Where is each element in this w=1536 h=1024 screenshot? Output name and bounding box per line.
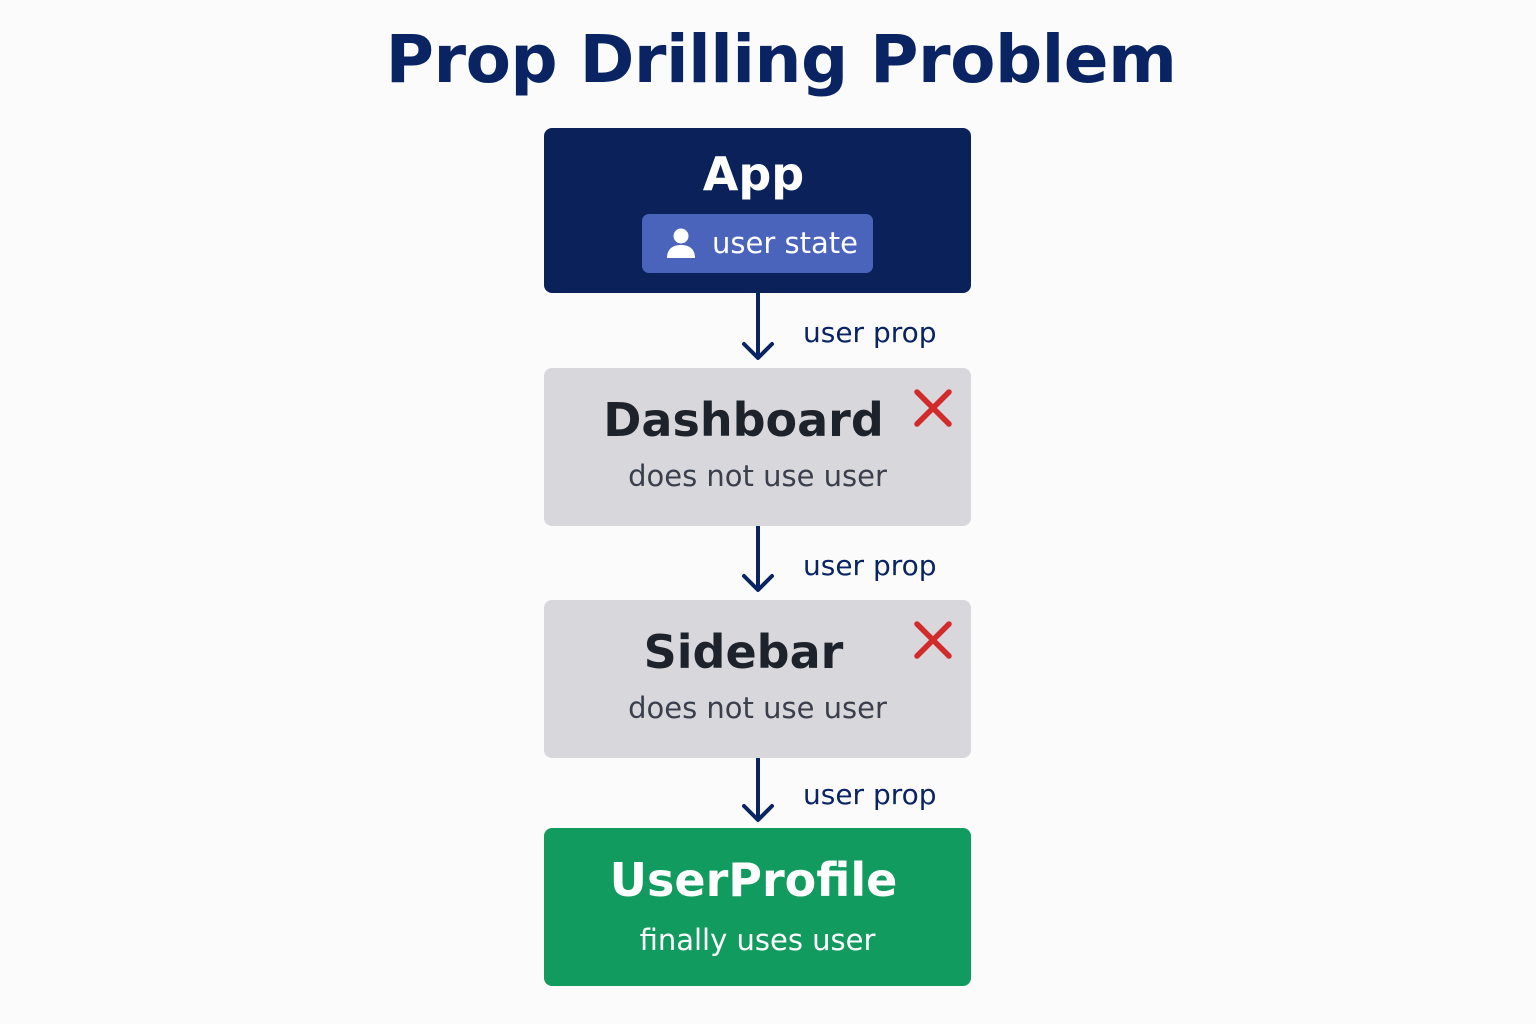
edge-label-dashboard-sidebar: user prop (803, 549, 937, 582)
sidebar-node: Sidebar does not use user (544, 600, 971, 758)
userprofile-node-title: UserProfile (609, 853, 898, 907)
x-mark-icon (914, 389, 952, 427)
dashboard-node: Dashboard does not use user (544, 368, 971, 526)
userprofile-node: UserProfile finally uses user (544, 828, 971, 986)
user-icon (667, 228, 695, 258)
user-state-pill: user state (642, 214, 873, 273)
userprofile-node-subtitle: finally uses user (639, 923, 876, 957)
dashboard-node-subtitle: does not use user (628, 459, 887, 493)
app-node: App user state (544, 128, 971, 293)
arrow-down-icon (742, 526, 774, 592)
sidebar-node-subtitle: does not use user (628, 691, 887, 725)
sidebar-node-title: Sidebar (643, 625, 844, 679)
x-mark-icon (914, 621, 952, 659)
diagram-title: Prop Drilling Problem (385, 21, 1177, 98)
user-state-label: user state (712, 226, 858, 260)
edge-label-app-dashboard: user prop (803, 316, 937, 349)
dashboard-node-title: Dashboard (603, 393, 884, 447)
app-node-title: App (702, 147, 805, 201)
edge-label-sidebar-userprofile: user prop (803, 778, 937, 811)
arrow-down-icon (742, 758, 774, 822)
arrow-down-icon (742, 292, 774, 360)
